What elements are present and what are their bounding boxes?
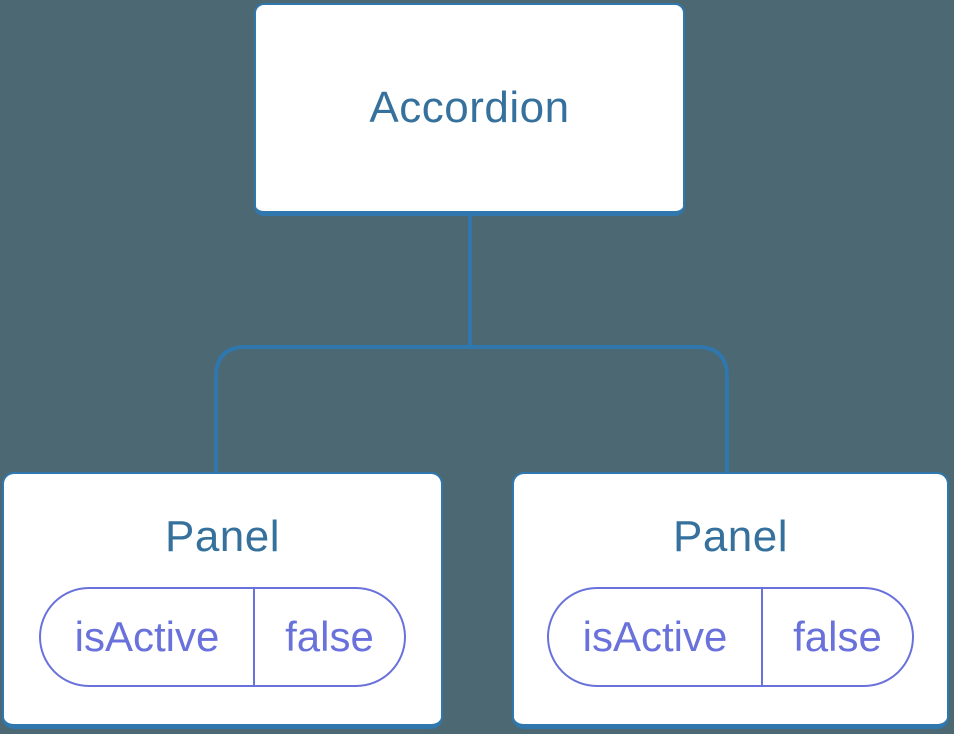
connector-bracket: [214, 345, 729, 474]
state-pill: isActive false: [547, 587, 914, 687]
node-label: Panel: [672, 512, 789, 561]
node-label: Panel: [164, 512, 281, 561]
node-label: Accordion: [369, 83, 570, 132]
tree-node-accordion: Accordion: [254, 3, 685, 216]
tree-node-panel-2: Panel isActive false: [512, 472, 949, 729]
state-value: false: [793, 613, 882, 660]
state-value: false: [285, 613, 374, 660]
tree-node-panel-1: Panel isActive false: [2, 472, 443, 729]
state-pill: isActive false: [39, 587, 406, 687]
state-key: isActive: [549, 589, 763, 685]
state-key: isActive: [41, 589, 255, 685]
